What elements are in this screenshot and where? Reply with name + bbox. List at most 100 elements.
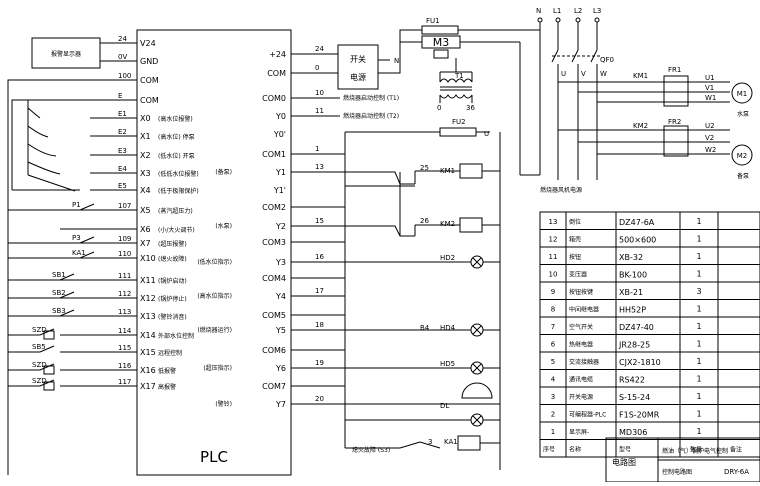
fr1-label: FR1 (668, 66, 681, 74)
bom-name: 按钮 (569, 253, 581, 261)
input-switch-contact (79, 203, 95, 211)
left-terminal-label: 116 (118, 362, 132, 370)
motor-m1 (731, 82, 753, 104)
plc-right-pin: COM1 (262, 150, 286, 159)
right-terminal-label: 16 (315, 253, 324, 261)
plc-right-pin: Y3 (275, 258, 286, 267)
bom-no: 2 (551, 411, 555, 419)
left-wiring (7, 42, 137, 475)
bom-model: JR28-25 (618, 341, 650, 350)
right-pin-desc: 燃烧器启动控制 (T2) (343, 112, 399, 120)
m2-u2: U2 (705, 122, 715, 130)
mains-l3: L3 (593, 7, 601, 15)
alarm-display-box (31, 37, 101, 69)
bom-header-no: 序号 (543, 446, 555, 454)
bell-dl (461, 382, 493, 399)
pc-km1-label: KM1 (633, 72, 648, 80)
input-device-label: SZD (32, 326, 47, 334)
phase-v: V (581, 70, 586, 78)
bom-header-name: 名称 (569, 446, 581, 454)
bom-header-model: 型号 (619, 446, 631, 454)
fu1-fuse (421, 25, 459, 35)
title-block-code: DRY-6A (724, 468, 749, 476)
bom-no: 12 (549, 236, 558, 244)
pc-km2-label: KM2 (633, 122, 648, 130)
bom-model: F1S-20MR (619, 411, 660, 420)
plc-left-pins: V2424GND0VCOM100COMEX0E1(高水位报警)X1E2(高水位)… (60, 35, 199, 391)
bom-qty: 1 (696, 427, 701, 436)
alarm-display-label: 报警显示器 (51, 50, 81, 58)
right-terminal-label: 0 (315, 64, 319, 72)
left-pin-desc: (低于极限保护) (158, 187, 199, 195)
bom-model: MD306 (619, 428, 647, 437)
bom-qty: 1 (696, 410, 701, 419)
bom-no: 10 (549, 271, 558, 279)
bom-model: RS422 (619, 376, 645, 385)
right-pin-desc: (超压指示) (203, 364, 232, 372)
szd-relay (43, 365, 55, 375)
input-device-label: SZD (32, 377, 47, 385)
left-terminal-label: 109 (118, 235, 131, 243)
hd5-label: HD5 (440, 360, 455, 368)
input-device-label: SB5 (32, 343, 46, 351)
bom-name: 倒位 (569, 218, 581, 226)
bom-qty: 1 (696, 235, 701, 244)
plc-right-pin: COM (267, 69, 286, 78)
left-terminal-label: 24 (118, 35, 127, 43)
plc-right-pin: Y6 (275, 364, 286, 373)
bom-no: 9 (551, 288, 555, 296)
bom-model: XB-21 (619, 288, 643, 297)
plc-right-pin: COM2 (262, 203, 286, 212)
bom-no: 13 (549, 218, 558, 226)
bom-name: 可编程器-PLC (569, 411, 606, 419)
right-terminal-label: 24 (315, 45, 324, 53)
plc-left-pin: X2 (140, 151, 151, 160)
right-terminal-label: 19 (315, 359, 324, 367)
right-terminal-label: 11 (315, 107, 324, 115)
plc-right-pin: Y2 (275, 222, 286, 231)
title-block-subtitle: 控制电路图 (662, 468, 692, 476)
plc-right-pin: COM7 (262, 382, 286, 391)
phase-w: W (600, 70, 607, 78)
phase-u: U (561, 70, 566, 78)
bom-model: 500×600 (619, 236, 656, 245)
burner-fan-label: 燃烧器风机电源 (540, 186, 582, 194)
plc-right-pin: COM6 (262, 346, 286, 355)
input-switch-contact (39, 328, 55, 336)
bom-qty: 1 (696, 322, 701, 331)
szd-relay (43, 381, 55, 391)
ka1-label: KA1 (444, 438, 458, 446)
plc-right-pin: +24 (269, 50, 286, 59)
m2-label: M2 (737, 152, 748, 160)
bom-qty: 3 (696, 287, 701, 296)
right-pin-desc: (低水位指示) (197, 258, 232, 266)
mains-n: N (536, 7, 541, 15)
bom-qty: 1 (696, 217, 701, 226)
left-terminal-label: 115 (118, 344, 131, 352)
bom-header-note: 备注 (730, 446, 742, 454)
t1-primary (439, 78, 473, 83)
plc-left-pin: GND (140, 57, 158, 66)
left-terminal-label: 107 (118, 202, 131, 210)
right-terminal-label: 10 (315, 89, 324, 97)
plc-right-pin: COM4 (262, 274, 286, 283)
left-pin-desc: (锅炉启动) (158, 277, 187, 285)
plc-left-pin: X3 (140, 169, 151, 178)
bom-name: 变压器 (569, 271, 587, 279)
m1-w1: W1 (705, 94, 716, 102)
bom-model: BK-100 (619, 271, 647, 280)
left-pin-desc: 低报警 (158, 367, 176, 375)
t1-secondary (439, 94, 473, 99)
bom-no: 5 (551, 358, 555, 366)
bom-qty: 1 (696, 340, 701, 349)
b4-label: B4 (420, 324, 430, 332)
left-terminal-label: E2 (118, 128, 127, 136)
plc-right-pin: Y1' (273, 186, 286, 195)
m1-v1: V1 (705, 84, 714, 92)
motor-m2 (731, 144, 753, 166)
term-26: 26 (420, 217, 429, 225)
left-pin-desc: (高水位报警) (158, 115, 193, 123)
szd-relay (43, 330, 55, 340)
